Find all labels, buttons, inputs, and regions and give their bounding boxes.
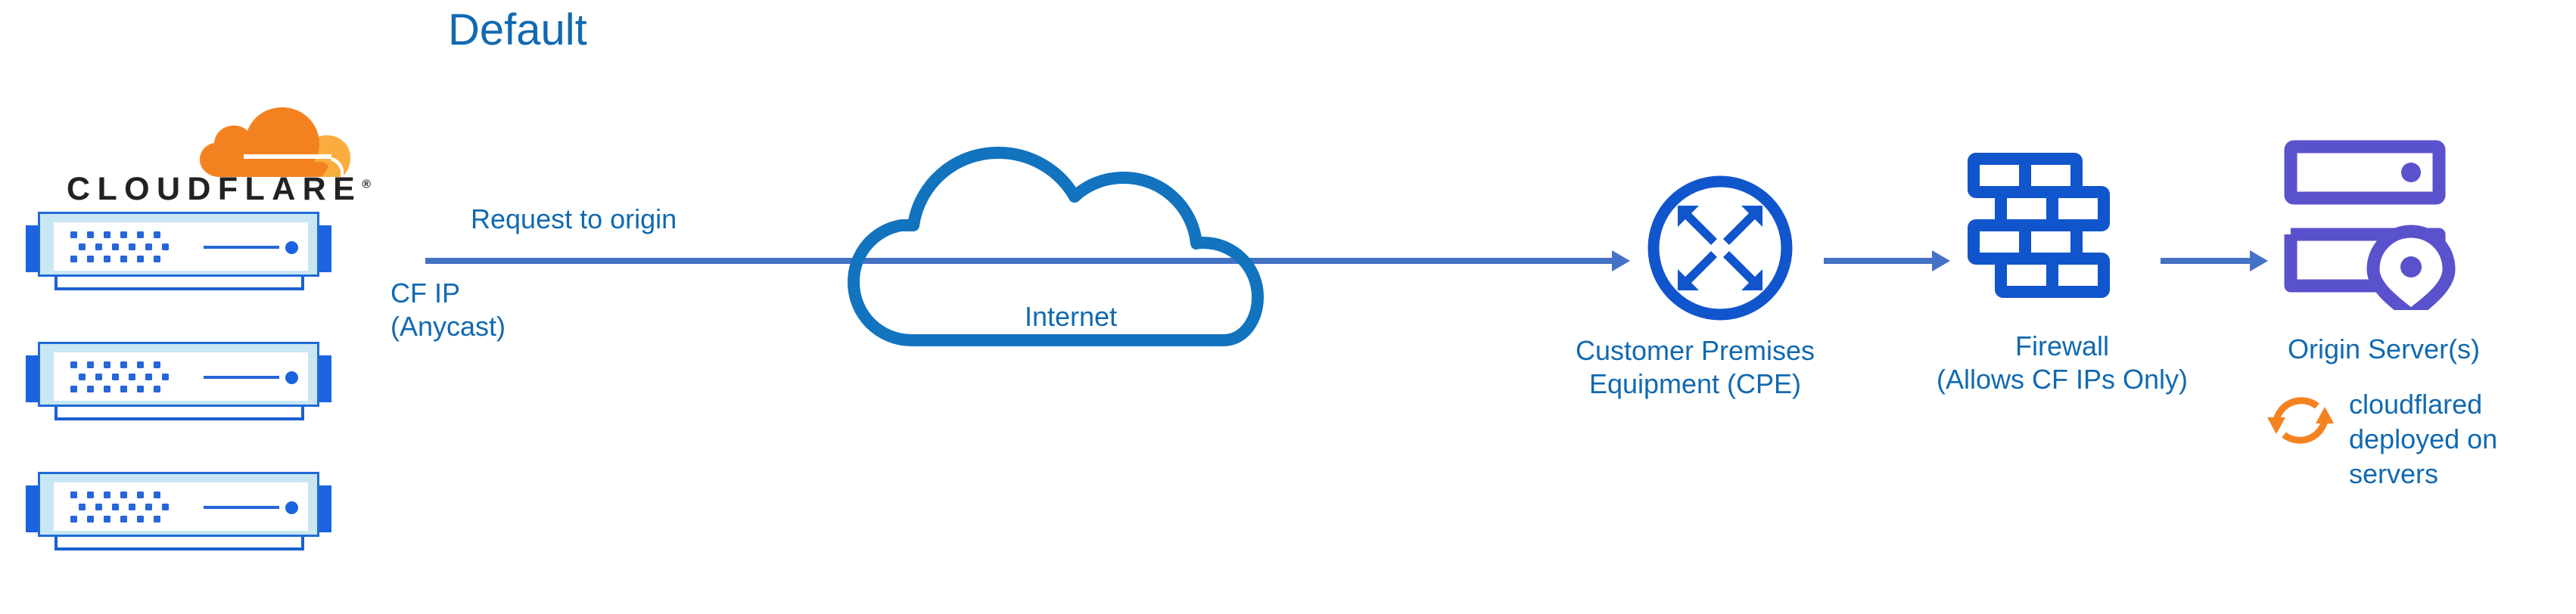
sync-circular-arrows-icon [2267, 397, 2334, 444]
edge-request-to-origin-line [425, 258, 1613, 264]
annotation-request-to-origin: Request to origin [471, 203, 677, 234]
rack-status-line [204, 376, 279, 379]
server-rack-3 [20, 470, 338, 552]
node-label-cpe: Customer Premises Equipment (CPE) [1453, 334, 1937, 401]
rack-face [54, 352, 308, 401]
rack-status-light [285, 501, 298, 514]
cloudflare-wordmark: CLOUDFLARE® [67, 171, 371, 208]
rack-face [54, 222, 308, 271]
cloudflare-wordmark-text: CLOUDFLARE [67, 171, 362, 207]
node-label-firewall-line2: (Allows CF IPs Only) [1936, 364, 2189, 395]
edge-firewall-to-origin-line [2161, 258, 2251, 264]
rack-vent-dots-icon [70, 492, 169, 523]
rack-body [38, 472, 319, 537]
edge-cpe-to-firewall-line [1824, 258, 1934, 264]
server-rack-2 [20, 340, 338, 422]
node-label-cpe-line2: Equipment (CPE) [1588, 368, 1802, 399]
annotation-cf-ip-line1: CF IP [390, 278, 461, 309]
rack-face [54, 482, 308, 531]
server-location-icon [2284, 140, 2456, 310]
edge-firewall-to-origin-arrowhead [2250, 250, 2268, 271]
rack-status-line [204, 506, 279, 509]
rack-vent-dots-icon [70, 231, 169, 262]
rack-status-light [285, 371, 298, 384]
annotation-cloudflared: cloudflared deployed on servers [2349, 387, 2497, 492]
rack-status-light [285, 241, 298, 254]
brick-wall-icon [1968, 153, 2110, 298]
annotation-cloudflared-line3: servers [2349, 458, 2439, 489]
rack-vent-dots-icon [70, 361, 169, 392]
router-icon [1647, 175, 1793, 321]
node-label-firewall-line1: Firewall [2014, 330, 2109, 361]
annotation-cloudflared-line1: cloudflared [2349, 389, 2483, 420]
annotation-cloudflared-line2: deployed on [2349, 423, 2498, 454]
page-title: Default [448, 5, 587, 54]
node-label-cpe-line1: Customer Premises [1575, 335, 1815, 366]
rack-status-line [204, 246, 279, 249]
rack-body [38, 212, 319, 277]
cloud-label-internet: Internet [1024, 301, 1118, 332]
edge-request-to-origin-arrowhead [1612, 250, 1630, 271]
cloud-icon-body [848, 147, 1264, 346]
server-rack-1 [20, 210, 338, 292]
cloudflare-brand-block: CLOUDFLARE® [23, 98, 371, 207]
node-label-origin-server: Origin Server(s) [2288, 333, 2481, 364]
annotation-cf-ip-line2: (Anycast) [390, 311, 506, 342]
annotation-cf-ip: CF IP (Anycast) [390, 277, 506, 343]
edge-cpe-to-firewall-arrowhead [1932, 250, 1950, 271]
rack-body [38, 342, 319, 407]
registered-trademark-mark: ® [362, 178, 371, 191]
cloudflare-cloud-logo-icon [200, 107, 351, 177]
node-label-firewall: Firewall (Allows CF IPs Only) [1862, 330, 2263, 396]
